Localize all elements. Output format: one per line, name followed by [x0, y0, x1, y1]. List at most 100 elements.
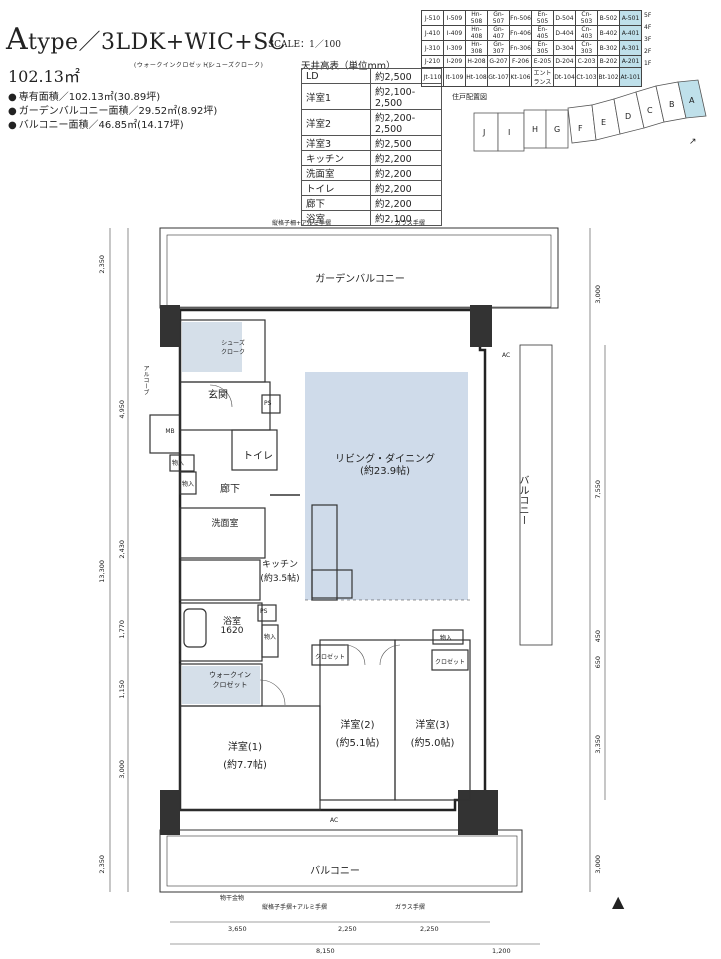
scale-label: SCALE：1／100 — [268, 40, 342, 50]
label-storage-4: 物入 — [440, 635, 453, 642]
label-ac-1: AC — [502, 352, 511, 359]
site-unit-label: J — [483, 128, 486, 137]
dim-right-5: 3,350 — [594, 735, 602, 754]
dim-bottom-1: 3,650 — [228, 925, 247, 933]
dim-left-6: 1,150 — [118, 680, 126, 699]
unit-cell: A-301 — [619, 40, 642, 56]
site-unit-label: E — [601, 118, 607, 127]
ld-floor-area — [305, 372, 468, 600]
dim-right-6: 3,000 — [594, 855, 602, 874]
site-unit-label: B — [669, 100, 675, 109]
label-alcove: アルコーブ — [142, 365, 149, 395]
title-wic-note: (ウォークインクロゼット) — [134, 62, 212, 69]
label-ps-2: PS — [260, 608, 268, 615]
label-glass-bottom: ガラス手摺 — [395, 904, 425, 911]
dim-right-4: 650 — [594, 656, 602, 669]
floor-label: 4F — [644, 24, 652, 31]
dim-left-2: 4,950 — [118, 400, 126, 419]
spec-garden-balcony-area: ガーデンバルコニー面積／29.52㎡(8.92坪) — [8, 102, 218, 117]
label-room2: 洋室(2) — [340, 720, 375, 731]
label-storage-2: 物入 — [182, 481, 195, 488]
dim-right-1: 3,000 — [594, 285, 602, 304]
label-entrance: 玄関 — [208, 390, 228, 401]
label-balcony: バルコニー — [310, 866, 360, 877]
balcony-outline — [159, 829, 523, 893]
label-shoes-cloak: シューズ クローク — [220, 340, 245, 356]
label-closet-room2: クロゼット — [314, 654, 345, 661]
label-handrail-bottom: 縦格子手摺+アルミ手摺 — [262, 904, 327, 911]
unit-cell: Cn-503 — [575, 10, 598, 26]
site-unit-label: D — [625, 112, 632, 121]
spec-private-area: 専有面積／102.13㎡(30.89坪) — [8, 88, 160, 103]
label-side-balcony: バルコニー — [517, 475, 528, 525]
site-north-arrow-icon: ↗ — [689, 137, 697, 147]
label-room3-size: (約5.0帖) — [410, 738, 455, 749]
label-storage-1: 物入 — [172, 460, 185, 467]
unit-cell: At-101 — [619, 67, 642, 87]
label-kitchen: キッチン — [261, 560, 298, 570]
unit-cell: Gn-407 — [487, 25, 510, 41]
dim-left-3: 2,430 — [118, 540, 126, 559]
label-washroom: 洗面室 — [211, 519, 239, 529]
label-bath-size: 1620 — [220, 626, 244, 636]
label-closet-room3: クロゼット — [434, 659, 465, 666]
label-room1-size: (約7.7帖) — [223, 760, 267, 771]
label-bath: 浴室 — [222, 617, 241, 627]
ceiling-room: 浴室 — [301, 210, 371, 226]
floor-label: 3F — [644, 36, 652, 43]
label-mb: MB — [165, 428, 175, 435]
label-kitchen-size: (約3.5帖) — [260, 574, 300, 584]
title-type-letter: A — [6, 22, 29, 57]
ceiling-table-header: 天井高表（単位mm） — [301, 61, 396, 72]
label-storage-3: 物入 — [264, 634, 277, 641]
label-handrail-top: 縦格子柵+アルミ手摺 — [272, 220, 331, 227]
dim-bottom-4: 8,150 — [316, 947, 335, 955]
ceiling-row: トイレ約2,200 — [301, 180, 442, 196]
site-map-label: 住戸配置図 — [452, 93, 487, 101]
dim-left-4: 13,300 — [98, 560, 106, 583]
floor-label: 5F — [644, 12, 652, 19]
site-unit-label: H — [532, 125, 539, 134]
dim-left-1: 2,350 — [98, 255, 106, 274]
dim-bottom-3: 2,250 — [420, 925, 439, 933]
north-arrow-icon: ▲ — [612, 892, 625, 911]
site-unit-label: G — [554, 125, 561, 134]
site-unit-label: F — [578, 124, 583, 133]
label-room3: 洋室(3) — [415, 720, 450, 731]
label-wic: ウォークイン クロゼット — [209, 671, 251, 689]
garden-balcony-outline — [159, 227, 559, 309]
floor-label: 1F — [644, 60, 652, 67]
dim-left-7: 3,000 — [118, 760, 126, 779]
ceiling-row: キッチン約2,200 — [301, 150, 442, 166]
label-room1: 洋室(1) — [227, 742, 263, 753]
ceiling-height: 約2,100 — [370, 210, 442, 226]
floor-label: 2F — [644, 48, 652, 55]
title-sc-note: (シューズクローク) — [206, 62, 264, 69]
spec-balcony-area: バルコニー面積／46.85㎡(14.17坪) — [8, 116, 184, 131]
label-ps-1: PS — [264, 400, 272, 407]
ceiling-height: 約2,100-2,500 — [370, 83, 442, 110]
area-total: 102.13㎡ — [8, 67, 80, 86]
site-unit-label: C — [647, 106, 653, 115]
label-hall: 廊下 — [220, 484, 240, 495]
dim-bottom-2: 2,250 — [338, 925, 357, 933]
label-ld: リビング・ダイニング — [335, 454, 435, 465]
side-balcony-outline — [519, 344, 553, 646]
unit-cell: A-401 — [619, 25, 642, 41]
title-type-name: type／3LDK+WIC+SC — [28, 30, 287, 55]
dim-right-3: 450 — [594, 630, 602, 643]
dim-bottom-5: 1,200 — [492, 947, 511, 955]
unit-cell: A-201 — [619, 55, 642, 68]
label-ac-2: AC — [330, 817, 339, 824]
plan-title: Atype／3LDK+WIC+SC (ウォークインクロゼット) (シューズクロー… — [6, 22, 287, 69]
dim-left-5: 1,770 — [118, 620, 126, 639]
site-unit-label: A — [689, 96, 695, 105]
